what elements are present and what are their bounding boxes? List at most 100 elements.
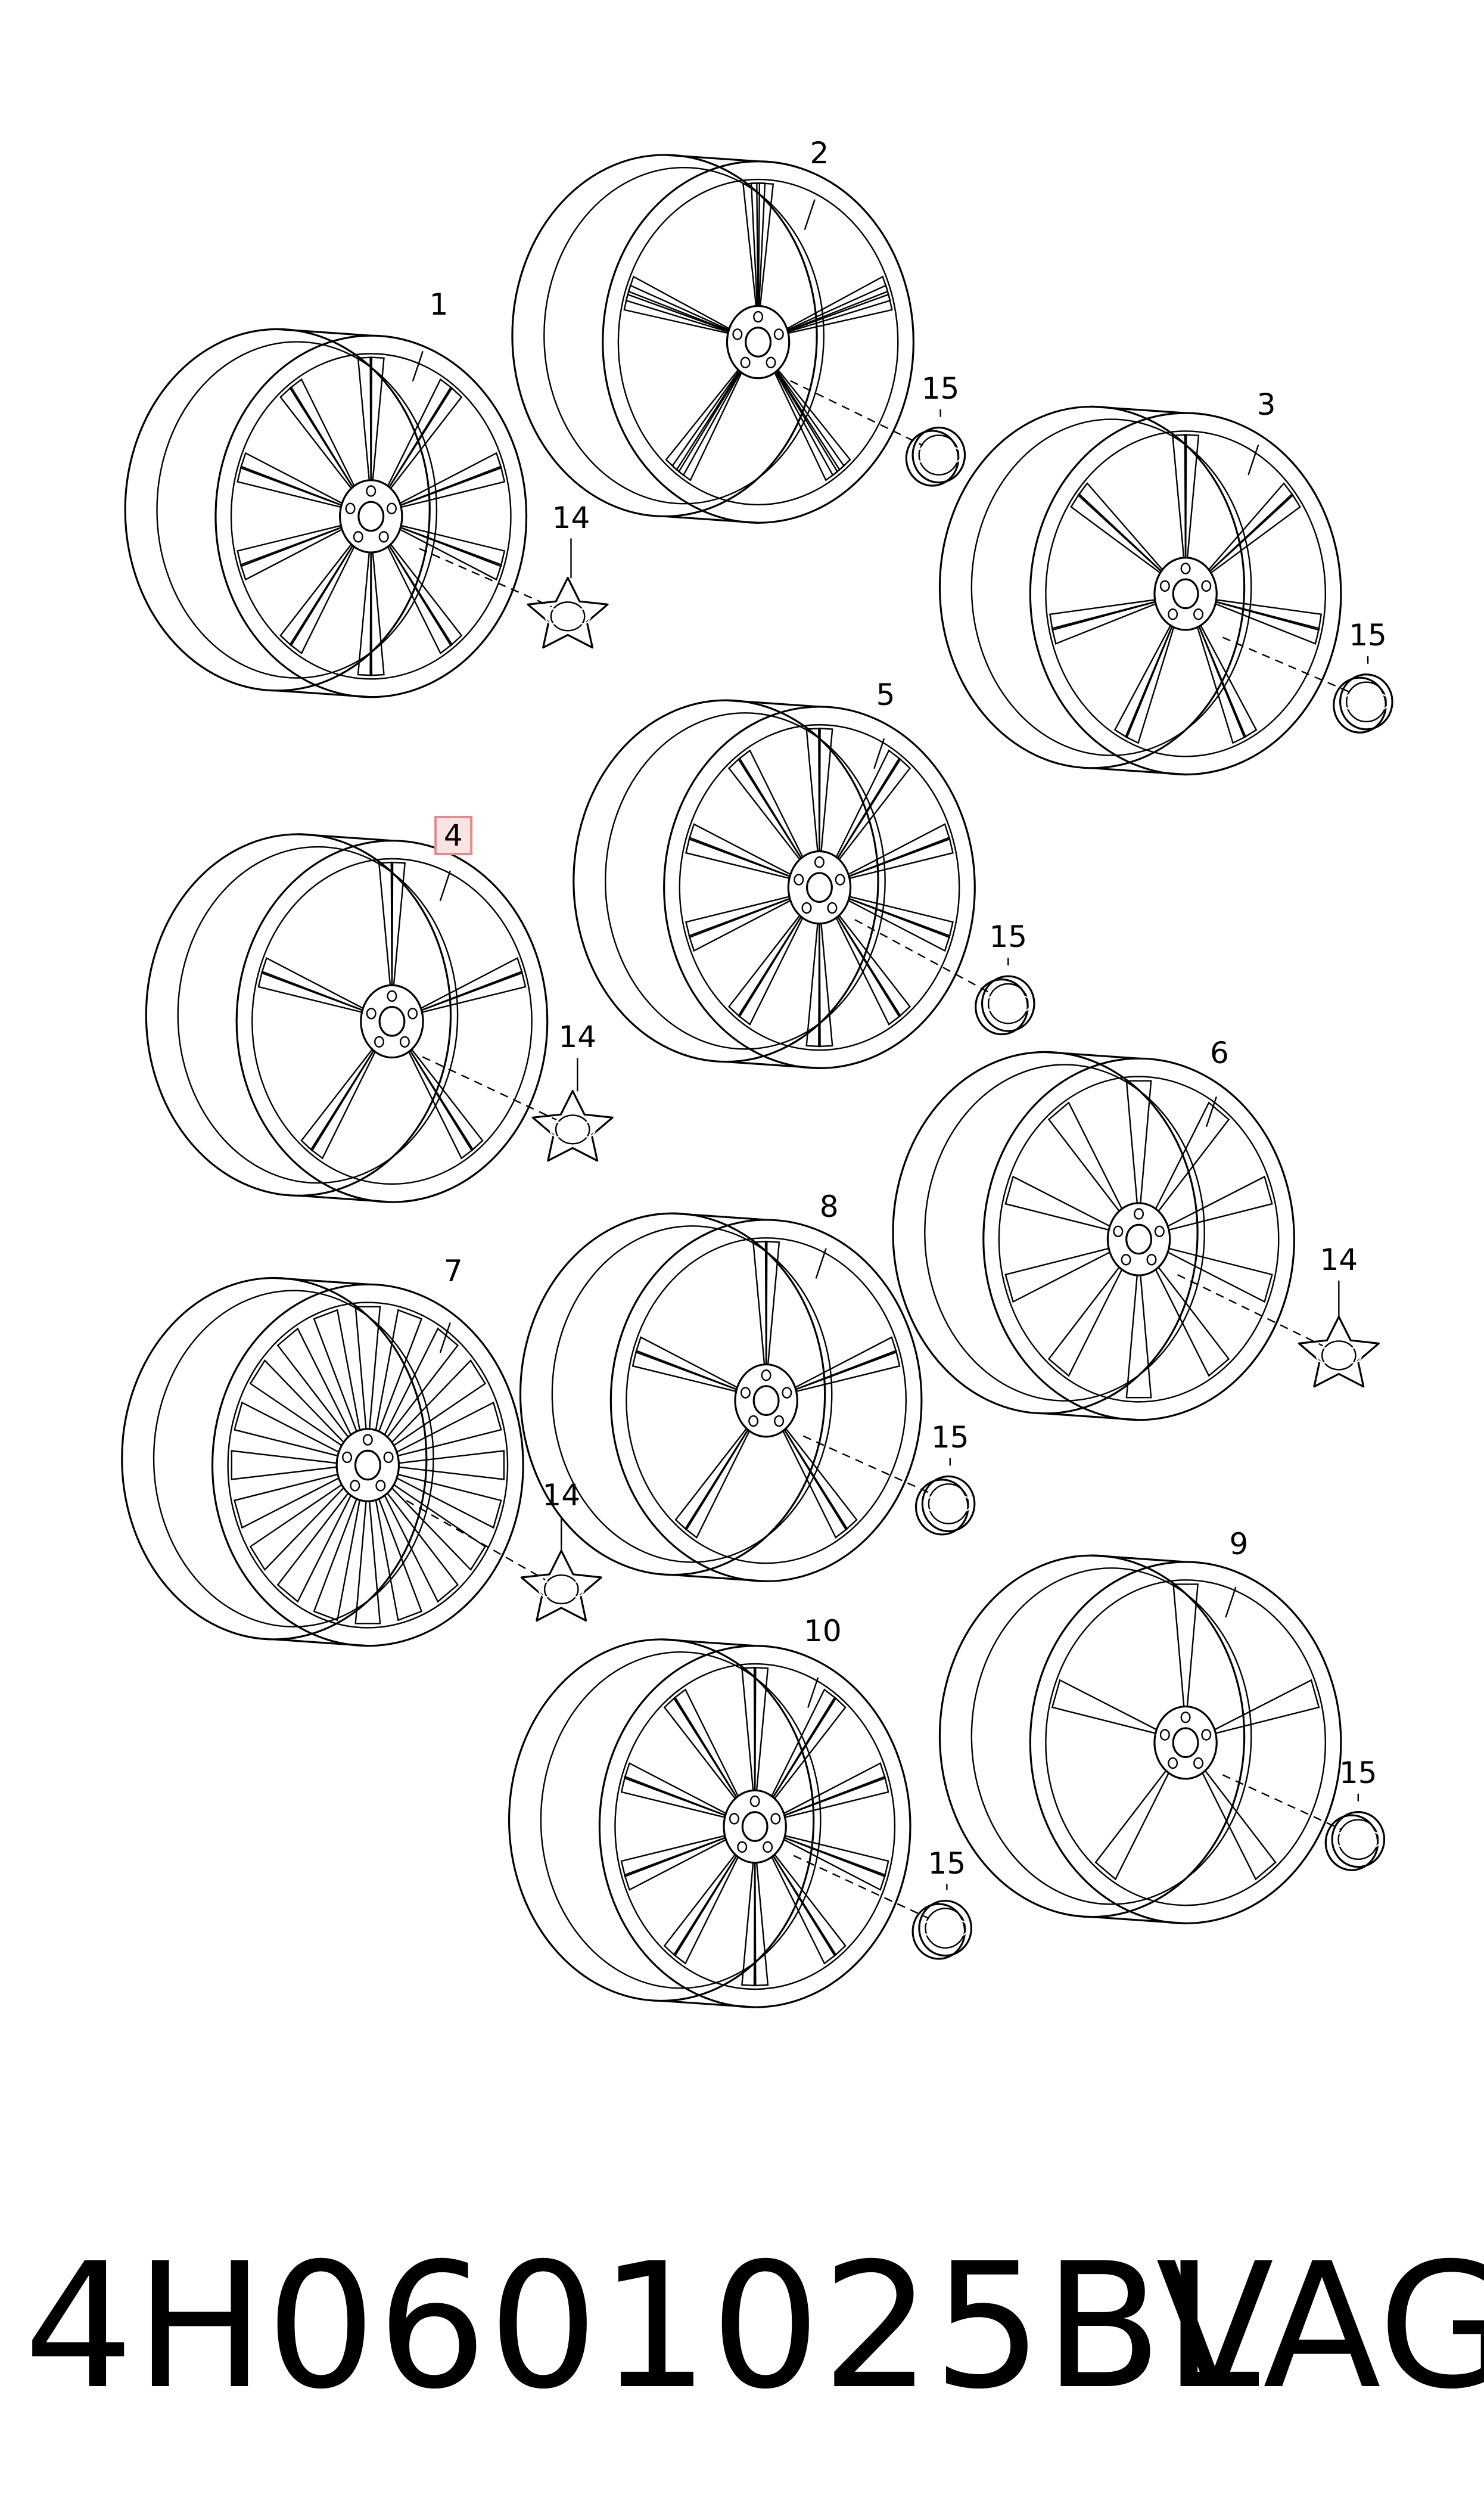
wheel-barrel-inner — [156, 341, 438, 679]
wheel-spoke — [300, 1048, 375, 1152]
rings-emblem-icon — [1363, 694, 1380, 710]
wheel-leader-line — [807, 1677, 819, 1708]
wheel-bolt-hole — [1121, 1254, 1131, 1266]
wheel-barrel-inner — [177, 846, 459, 1184]
rings-emblem-icon — [916, 446, 932, 464]
wheel-center-bore — [1172, 578, 1199, 610]
cap-badge — [925, 1908, 966, 1949]
cap-label-14: 14 — [552, 500, 590, 535]
wheel-spoke — [624, 1837, 727, 1891]
cap-leader-dashed — [802, 1435, 933, 1495]
cap-leader-dashed — [790, 380, 923, 446]
wheel-bolt-hole — [794, 874, 804, 886]
wheel-spoke — [391, 1359, 487, 1447]
wheel-spoke — [783, 1762, 886, 1816]
wheel-spoke — [1047, 1266, 1123, 1377]
wheel-bolt-hole — [374, 1036, 384, 1048]
wheel-spoke — [239, 526, 343, 581]
wheel-spoke — [674, 1427, 749, 1531]
cap-15 — [790, 380, 966, 487]
wheel-face-inner-rim — [1045, 1579, 1327, 1906]
rings-emblem-icon — [932, 1920, 948, 1937]
rings-emblem-icon — [1345, 1347, 1362, 1363]
brand-text: VAG — [1156, 2226, 1484, 2427]
cap-face — [921, 1475, 976, 1533]
wheel-spoke — [1047, 1101, 1123, 1213]
wheel-center-bore — [745, 327, 772, 358]
cap-label-15: 15 — [1349, 618, 1387, 653]
wheel-face-inner-rim — [227, 1302, 509, 1629]
wheel-bolt-hole — [835, 874, 845, 886]
wheel-spoke — [737, 749, 804, 859]
wheel-spoke — [378, 861, 394, 986]
wheel-spoke — [1171, 434, 1187, 559]
rings-emblem-icon — [1345, 1831, 1361, 1848]
wheel-barrel-top-edge — [1091, 405, 1187, 414]
wheel-leader-line — [439, 1322, 451, 1353]
wheel-spoke — [313, 1309, 361, 1433]
wheel-hub — [338, 479, 403, 554]
wheel-bolt-hole — [366, 485, 377, 497]
wheel-spoke — [310, 1049, 377, 1160]
wheel-4 — [145, 833, 549, 1203]
wheel-5 — [573, 699, 976, 1070]
wheel-bolt-hole — [366, 1008, 377, 1020]
wheel-bolt-hole — [1146, 1254, 1157, 1266]
rings-emblem-icon — [935, 1495, 952, 1512]
wheel-spoke — [396, 1473, 502, 1529]
rings-emblem-icon — [564, 608, 581, 625]
cap-15 — [854, 919, 1035, 1036]
wheel-bolt-hole — [763, 1841, 773, 1853]
wheel-center-bore — [1172, 1727, 1199, 1759]
cap-badge — [550, 601, 586, 632]
wheel-bolt-hole — [345, 502, 356, 515]
wheel-spoke — [375, 1498, 423, 1622]
rings-emblem-icon — [1343, 694, 1359, 710]
wheel-face-inner-rim — [614, 1663, 896, 1990]
wheel-label-10: 10 — [804, 1613, 842, 1648]
cap-14 — [1177, 1274, 1380, 1388]
rings-emblem-icon — [1373, 694, 1390, 710]
wheel-center-bore — [752, 1385, 780, 1417]
cap-leader-dashed — [406, 1500, 546, 1580]
wheel-bolt-hole — [362, 1434, 373, 1446]
rings-emblem-icon — [579, 1121, 596, 1138]
wheel-spoke — [1184, 434, 1200, 559]
cap-14 — [406, 1500, 602, 1622]
wheel-spoke — [260, 956, 364, 1011]
wheel-spoke — [663, 1853, 738, 1957]
wheel-spoke — [1077, 482, 1163, 573]
wheel-leader-line — [1247, 445, 1259, 476]
wheel-hub — [723, 1789, 787, 1864]
rings-emblem-icon — [568, 1581, 584, 1598]
wheel-7 — [121, 1276, 524, 1647]
wheel-spoke — [289, 544, 355, 655]
wheel-10 — [508, 1638, 911, 2008]
wheel-spoke — [1125, 1274, 1152, 1399]
wheel-spoke — [1051, 601, 1157, 645]
wheel-bolt-hole — [1168, 608, 1178, 620]
wheel-face-inner-rim — [679, 724, 960, 1051]
wheel-face-rim — [982, 1057, 1295, 1421]
cap-star-body — [527, 576, 609, 649]
wheel-barrel-top-edge — [1091, 1554, 1187, 1563]
cap-label-15: 15 — [928, 1846, 966, 1881]
wheel-barrel-top-edge — [671, 1212, 767, 1221]
wheel-center-bore — [741, 1811, 769, 1842]
wheel-spoke — [399, 526, 502, 581]
wheel-barrel-inner — [924, 1064, 1205, 1402]
wheel-spoke — [673, 1688, 739, 1799]
rings-emblem-icon — [548, 1581, 565, 1598]
wheel-spoke — [234, 1401, 340, 1457]
rings-emblem-icon — [549, 1121, 566, 1138]
wheel-spoke — [357, 356, 373, 482]
cap-badge — [543, 1574, 579, 1605]
wheel-spoke — [387, 378, 453, 489]
wheel-spoke — [390, 861, 406, 986]
wheel-spoke — [727, 757, 802, 861]
wheel-bolt-hole — [753, 310, 764, 323]
wheel-1 — [124, 328, 528, 698]
cap-15 — [793, 1855, 972, 1960]
wheel-spoke — [835, 915, 901, 1026]
rings-emblem-icon — [555, 608, 571, 625]
